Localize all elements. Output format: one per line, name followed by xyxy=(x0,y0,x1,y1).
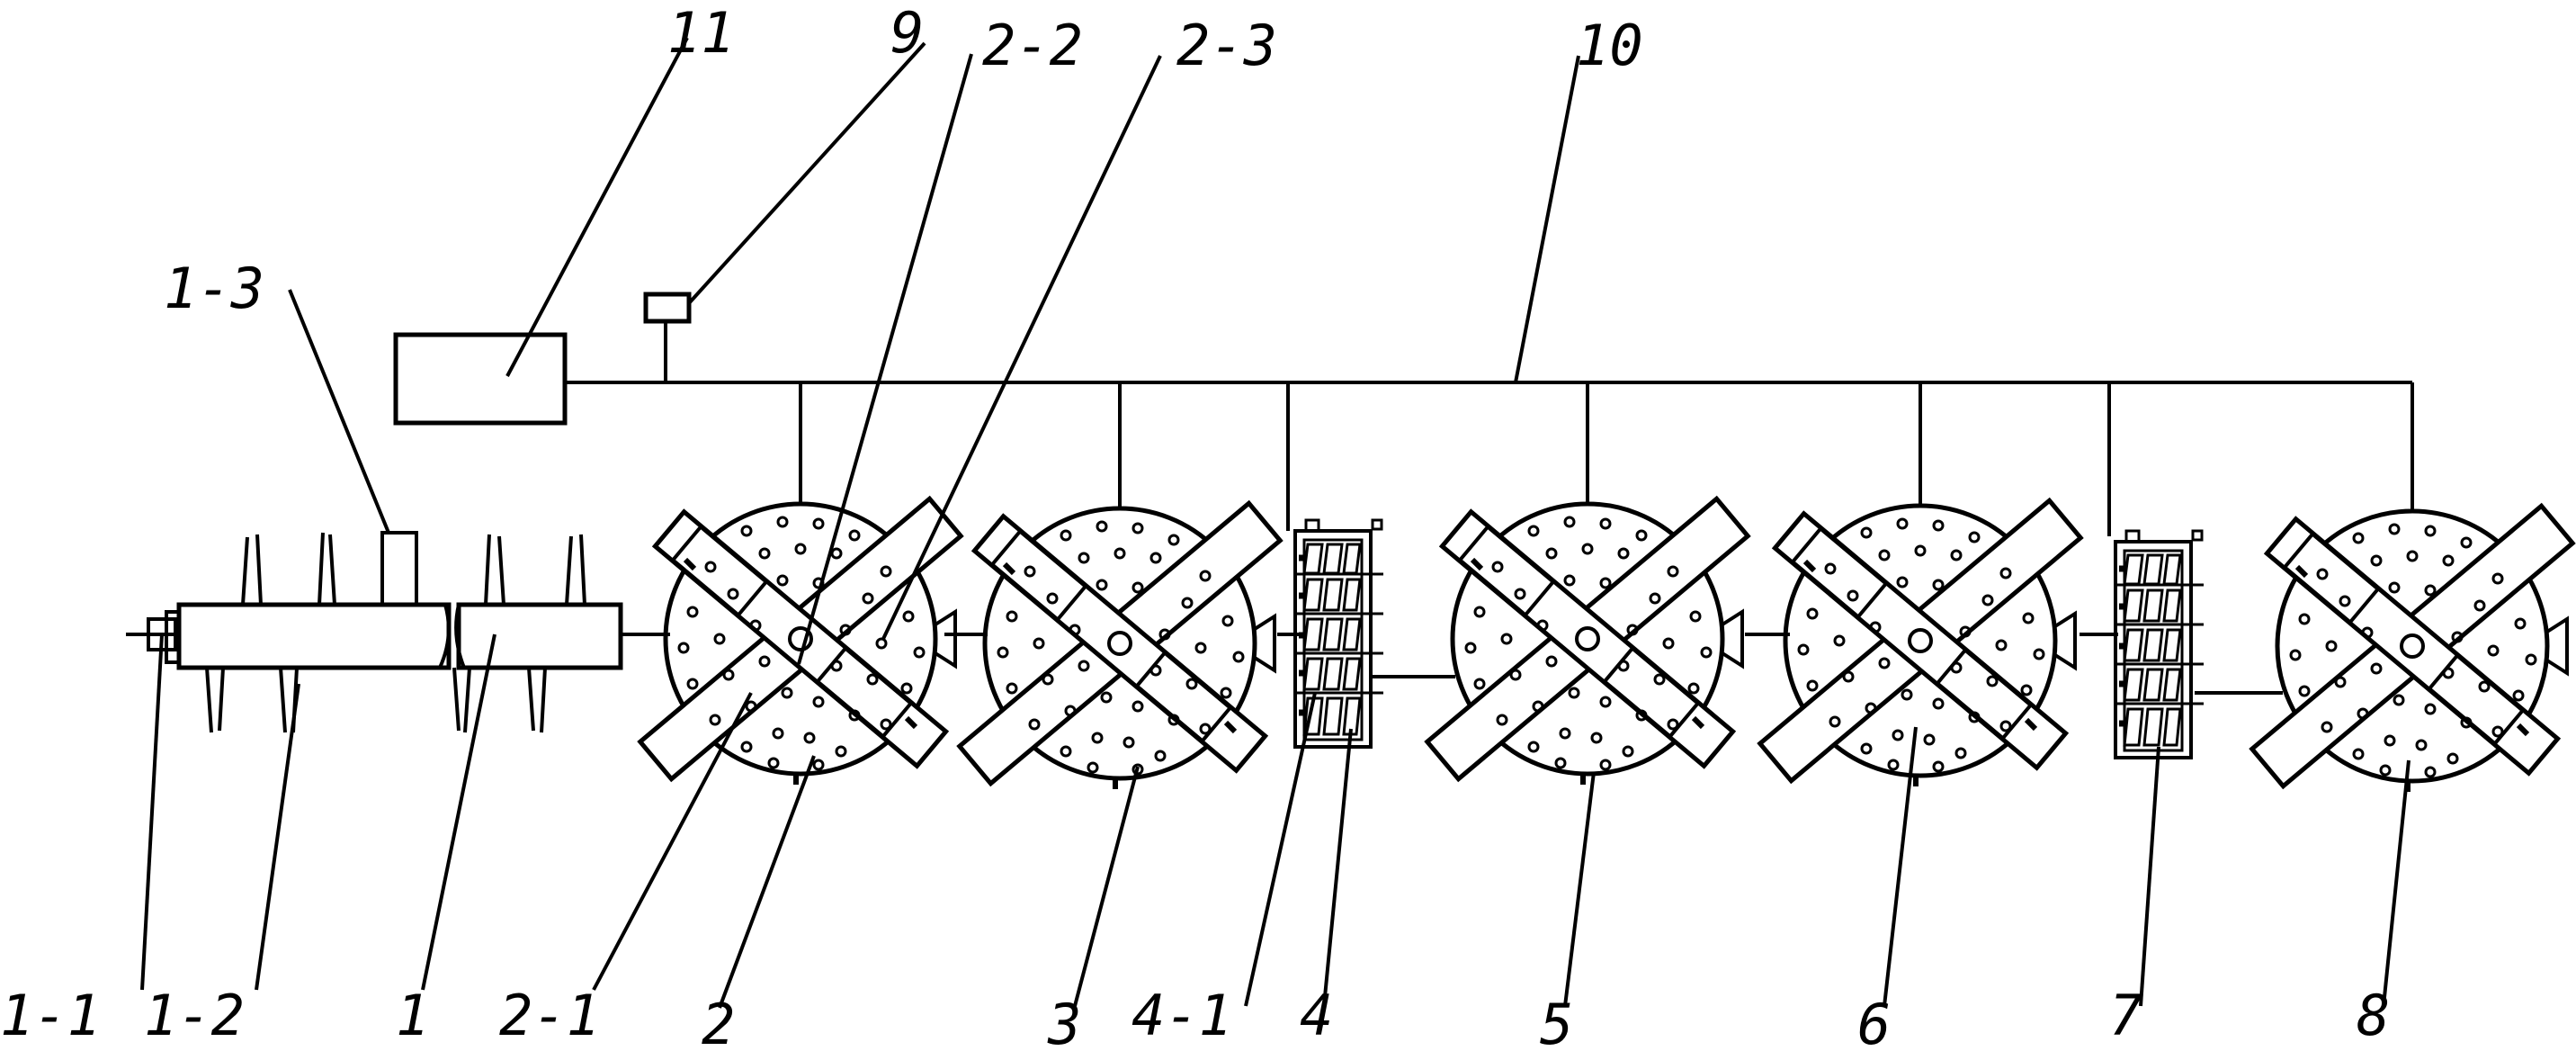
label-2-1: 2-1 xyxy=(499,983,600,1048)
label-1-3: 1-3 xyxy=(164,256,264,321)
label-2-3: 2-3 xyxy=(1176,13,1277,78)
drum-8 xyxy=(2252,506,2572,792)
label-1-2: 1-2 xyxy=(144,983,245,1048)
label-1: 1 xyxy=(396,983,429,1048)
drum-5 xyxy=(1427,499,1748,785)
screw-conveyor xyxy=(126,531,670,733)
rack-4 xyxy=(1295,520,1383,747)
connecting-pipes xyxy=(944,633,2283,695)
drum-6 xyxy=(1760,500,2080,786)
label-4: 4 xyxy=(1300,983,1333,1048)
label-2-2: 2-2 xyxy=(982,13,1083,78)
hopper xyxy=(380,531,418,606)
rack-7 xyxy=(2115,531,2204,758)
label-11: 11 xyxy=(667,0,735,66)
label-9: 9 xyxy=(890,0,924,66)
sensor-box xyxy=(643,292,692,324)
label-5: 5 xyxy=(1540,992,1573,1051)
label-3: 3 xyxy=(1047,992,1081,1051)
label-8: 8 xyxy=(2357,983,2390,1048)
label-6: 6 xyxy=(1857,992,1891,1051)
drum-2 xyxy=(640,499,961,785)
label-1-1: 1-1 xyxy=(0,983,101,1048)
label-4-1: 4-1 xyxy=(1131,983,1232,1048)
control-box xyxy=(393,332,568,426)
drum-3 xyxy=(960,503,1280,789)
label-7: 7 xyxy=(2109,983,2142,1048)
label-2: 2 xyxy=(702,992,735,1051)
leader-lines xyxy=(140,37,2411,1009)
label-10: 10 xyxy=(1576,13,1643,78)
bus-line xyxy=(565,381,2414,536)
